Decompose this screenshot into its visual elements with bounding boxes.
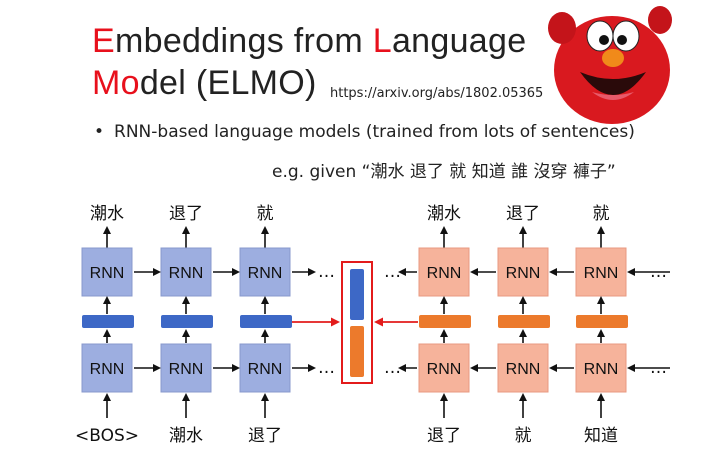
rnn-label: RNN [584, 265, 619, 282]
forward-embedding-half [350, 269, 364, 320]
rnn-label: RNN [427, 265, 462, 282]
rnn-label: RNN [427, 361, 462, 378]
rnn-label: RNN [90, 265, 125, 282]
rnn-label: RNN [248, 361, 283, 378]
continuation-dots: … [318, 262, 335, 282]
continuation-dots: … [384, 358, 401, 378]
forward-hidden-state [161, 315, 213, 328]
backward-input-label: 就 [515, 426, 532, 446]
continuation-dots: … [384, 262, 401, 282]
rnn-label: RNN [90, 361, 125, 378]
backward-output-label: 退了 [506, 204, 540, 224]
forward-hidden-state [82, 315, 134, 328]
rnn-label: RNN [169, 361, 204, 378]
rnn-label: RNN [584, 361, 619, 378]
rnn-label: RNN [169, 265, 204, 282]
backward-input-label: 退了 [427, 426, 461, 446]
forward-output-label: 潮水 [90, 204, 124, 224]
forward-input-label: <BOS> [75, 426, 139, 446]
backward-hidden-state [419, 315, 471, 328]
backward-hidden-state [498, 315, 550, 328]
backward-output-label: 就 [593, 204, 610, 224]
forward-output-label: 就 [257, 204, 274, 224]
forward-output-label: 退了 [169, 204, 203, 224]
rnn-label: RNN [248, 265, 283, 282]
forward-input-label: 退了 [248, 426, 282, 446]
backward-embedding-half [350, 326, 364, 377]
continuation-dots: … [318, 358, 335, 378]
rnn-label: RNN [506, 361, 541, 378]
backward-output-label: 潮水 [427, 204, 461, 224]
forward-input-label: 潮水 [169, 426, 203, 446]
backward-hidden-state [576, 315, 628, 328]
forward-hidden-state [240, 315, 292, 328]
backward-input-label: 知道 [584, 426, 618, 446]
rnn-label: RNN [506, 265, 541, 282]
